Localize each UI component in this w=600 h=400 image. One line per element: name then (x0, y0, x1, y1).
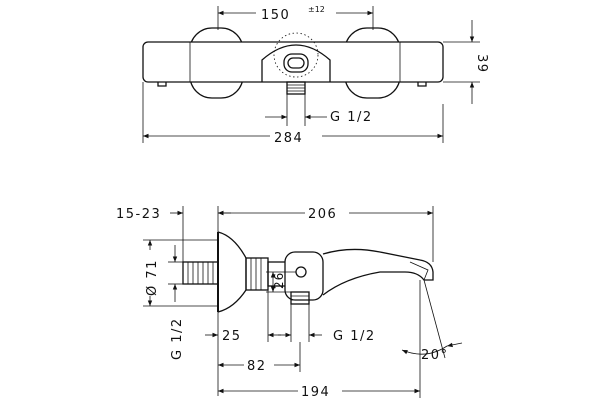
center-control-dots (273, 32, 319, 78)
dim-284-mask (270, 127, 322, 145)
dim-71-mask (143, 250, 157, 296)
dim-82-label: 82 (247, 359, 267, 374)
dim-20-ray (423, 279, 446, 359)
union-nut (245, 257, 269, 291)
center-knob (283, 53, 309, 73)
side-outlet (290, 291, 310, 305)
dim-150-label: 150 (261, 8, 290, 23)
dim-284-label: 284 (274, 131, 303, 146)
dim-g12-out-label: G 1/2 (333, 329, 376, 344)
dim-150-mask (256, 3, 336, 21)
spout-tip (409, 261, 429, 281)
dim-82-mask (244, 356, 274, 374)
top-view: 150 ±12 39 G 1/2 284 (142, 3, 489, 146)
mixer-body (142, 41, 444, 83)
dim-206-mask (305, 204, 349, 222)
left-foot (157, 82, 167, 87)
dim-1523-label: 15-23 (116, 207, 161, 222)
wall-connector-thread (187, 262, 214, 284)
dim-20-label: 20° (421, 348, 449, 363)
dim-25-label: 25 (222, 329, 242, 344)
dim-26-label: 26 (272, 272, 286, 289)
dim-20-arrow (446, 342, 463, 348)
center-knob-inner (287, 57, 305, 69)
dim-194-label: 194 (301, 385, 330, 400)
spout (322, 248, 434, 296)
dim-g12-top-label: G 1/2 (330, 110, 373, 125)
side-view: 15-23 206 Ø 71 G 1/2 26 25 G 1 (116, 204, 463, 400)
dim-g12-side-label: G 1/2 (170, 317, 185, 360)
wall-flange (217, 231, 247, 313)
dim-71-label: Ø 71 (145, 259, 160, 296)
dim-206-label: 206 (308, 207, 337, 222)
center-control (261, 44, 331, 82)
right-foot (417, 82, 427, 87)
dim-150-tolerance: ±12 (308, 5, 325, 14)
dim-39-label: 39 (474, 54, 489, 74)
dim-20-arc (401, 345, 448, 355)
dim-194-mask (298, 382, 342, 400)
